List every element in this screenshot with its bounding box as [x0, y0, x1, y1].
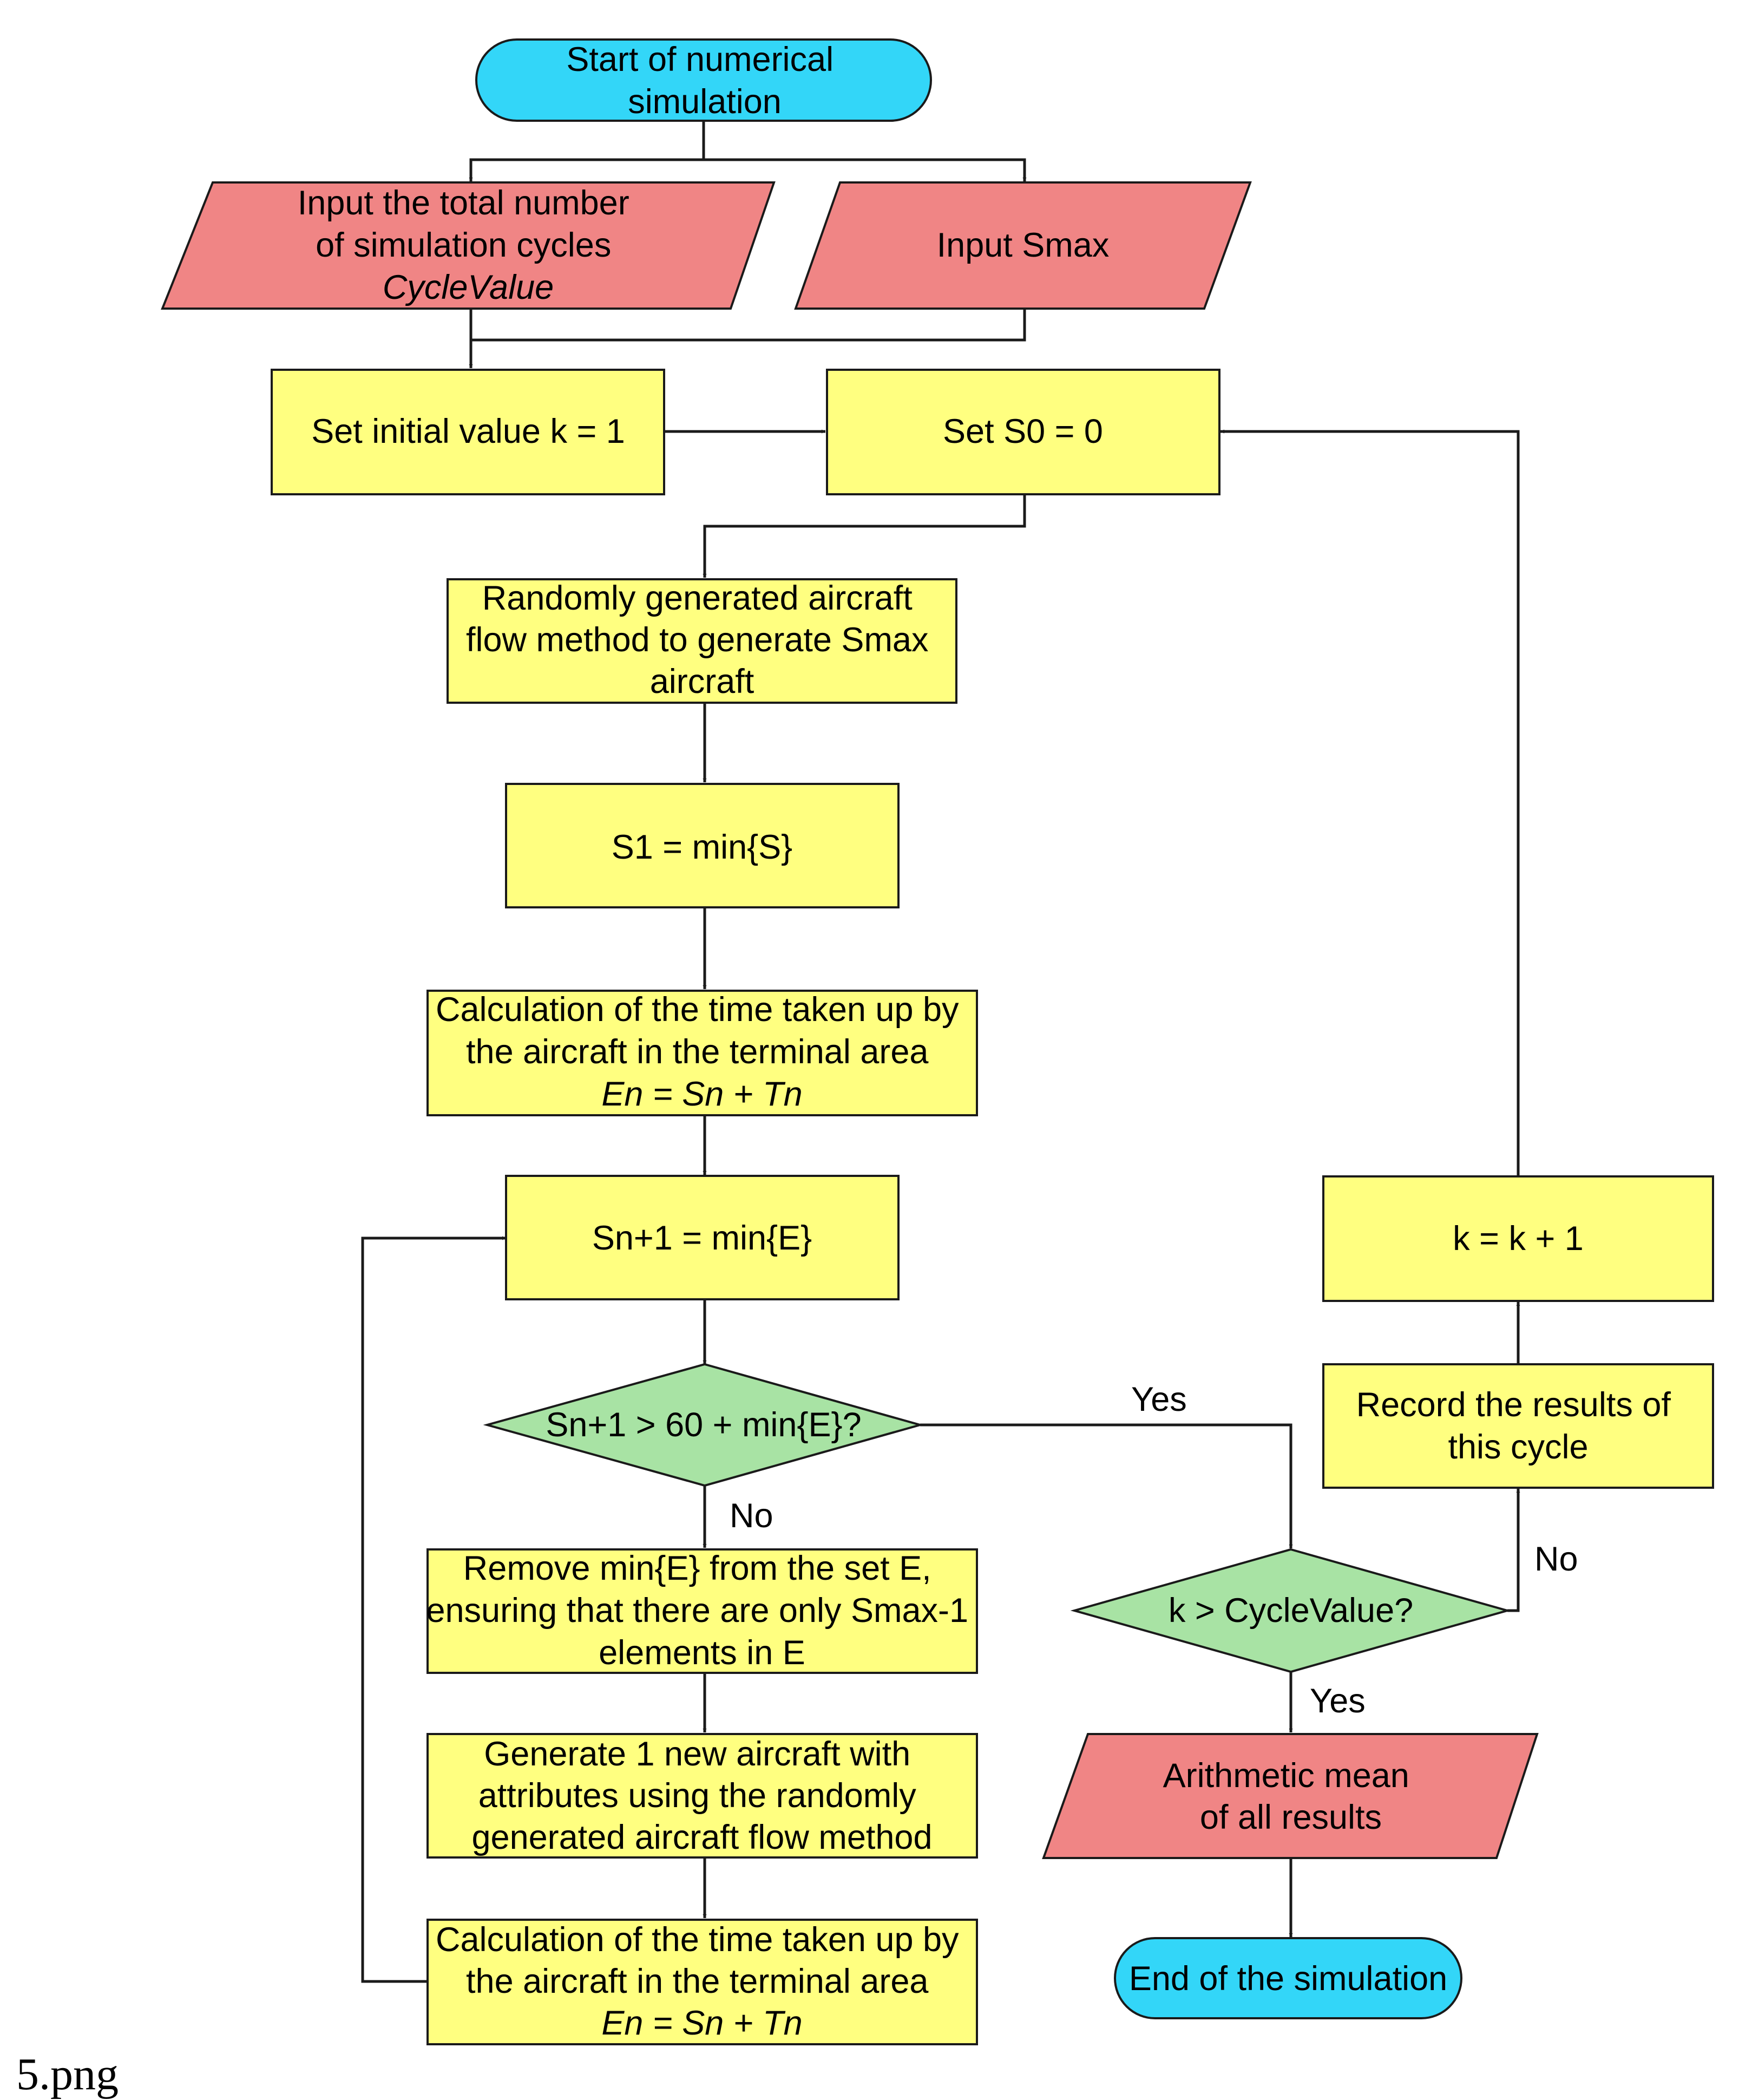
s1-box: [505, 783, 900, 908]
start-line-2: simulation: [628, 83, 782, 121]
generate-line-1: Randomly generated aircraft: [482, 579, 913, 617]
mean-label: Arithmetic mean of all results: [1163, 1757, 1419, 1836]
k-inc-box: [1322, 1175, 1714, 1302]
decision1-no-label: No: [730, 1497, 773, 1535]
end-terminal: [1114, 1937, 1462, 2019]
gen-new-label: Generate 1 new aircraft with attributes …: [472, 1735, 933, 1856]
calc2-line-1: Calculation of the time taken up by: [436, 1921, 959, 1959]
edge-to-input-cycles: [469, 158, 704, 181]
k-inc-label: k = k + 1: [1453, 1220, 1584, 1258]
remove-label: Remove min{E} from the set E, ensuring t…: [426, 1549, 977, 1672]
mean-line-2: of all results: [1200, 1798, 1382, 1836]
labels: Start of numerical simulation Input the …: [298, 41, 1681, 2042]
gen-new-line-1: Generate 1 new aircraft with: [484, 1735, 910, 1773]
gen-new-line-2: attributes using the randomly: [478, 1777, 916, 1815]
edge-decision1-yes: [920, 1423, 1293, 1548]
start-terminal: [475, 38, 932, 122]
remove-line-2: ensuring that there are only Smax-1: [426, 1592, 968, 1630]
s1-label: S1 = min{S}: [612, 828, 792, 866]
decision1-label: Sn+1 > 60 + min{E}?: [546, 1406, 861, 1444]
remove-line-3: elements in E: [599, 1634, 805, 1672]
input-cycles-line-1: Input the total number: [298, 184, 629, 222]
record-line-1: Record the results of: [1356, 1386, 1671, 1424]
decision2-no-label: No: [1534, 1540, 1578, 1578]
mean-parallelogram: [1042, 1733, 1539, 1859]
gen-new-line-3: generated aircraft flow method: [472, 1818, 933, 1856]
calc1-label: Calculation of the time taken up by the …: [436, 991, 968, 1113]
calc2-box: [426, 1919, 978, 2045]
gen-new-box: [426, 1733, 978, 1859]
calc1-box: [426, 990, 978, 1116]
edge-k-inc-loop-back: [1220, 429, 1520, 1176]
generate-line-2: flow method to generate Smax: [466, 621, 928, 659]
shapes: [161, 38, 1714, 2045]
calc2-line-3: En = Sn + Tn: [601, 2004, 802, 2042]
file-caption: 5.png: [16, 2049, 119, 2099]
edge-to-input-smax: [704, 158, 1027, 181]
input-cycles-label: Input the total number of simulation cyc…: [298, 184, 639, 306]
decision2-label: k > CycleValue?: [1169, 1592, 1413, 1630]
record-label: Record the results of this cycle: [1356, 1386, 1681, 1466]
calc1-line-3: En = Sn + Tn: [601, 1075, 802, 1113]
edge-decision2-no: [1507, 1489, 1520, 1612]
generate-line-3: aircraft: [650, 663, 754, 701]
input-cycles-parallelogram: [161, 181, 776, 310]
start-line-1: Start of numerical: [566, 41, 834, 78]
decision1-yes-label: Yes: [1131, 1381, 1187, 1418]
set-k-box: [271, 369, 665, 495]
sn1-label: Sn+1 = min{E}: [592, 1219, 812, 1257]
remove-line-1: Remove min{E} from the set E,: [463, 1549, 931, 1587]
decision2-yes-label: Yes: [1310, 1682, 1366, 1720]
input-cycles-line-3: CycleValue: [383, 269, 554, 306]
input-smax-parallelogram: [794, 181, 1252, 310]
generate-box: [447, 578, 957, 704]
connectors: [361, 120, 1520, 1983]
remove-box: [426, 1548, 978, 1674]
edge-set-s0-to-generate: [703, 494, 1026, 578]
mean-line-1: Arithmetic mean: [1163, 1757, 1409, 1795]
start-label: Start of numerical simulation: [566, 41, 843, 121]
set-k-label: Set initial value k = 1: [311, 413, 625, 450]
calc2-label: Calculation of the time taken up by the …: [436, 1921, 968, 2042]
decision1-diamond: [483, 1363, 924, 1487]
edge-input-smax-merge: [471, 309, 1026, 342]
set-s0-label: Set S0 = 0: [943, 413, 1103, 450]
input-cycles-line-2: of simulation cycles: [316, 226, 611, 264]
record-box: [1322, 1363, 1714, 1489]
set-s0-box: [826, 369, 1220, 495]
record-line-2: this cycle: [1448, 1428, 1588, 1466]
edge-calc2-loop-back: [361, 1236, 506, 1983]
sn1-box: [505, 1175, 900, 1300]
calc2-line-2: the aircraft in the terminal area: [466, 1962, 929, 2000]
decision2-diamond: [1070, 1548, 1512, 1673]
generate-label: Randomly generated aircraft flow method …: [466, 579, 938, 701]
calc1-line-1: Calculation of the time taken up by: [436, 991, 959, 1029]
calc1-line-2: the aircraft in the terminal area: [466, 1033, 929, 1071]
input-smax-label: Input Smax: [937, 226, 1110, 264]
end-label: End of the simulation: [1129, 1960, 1447, 1998]
